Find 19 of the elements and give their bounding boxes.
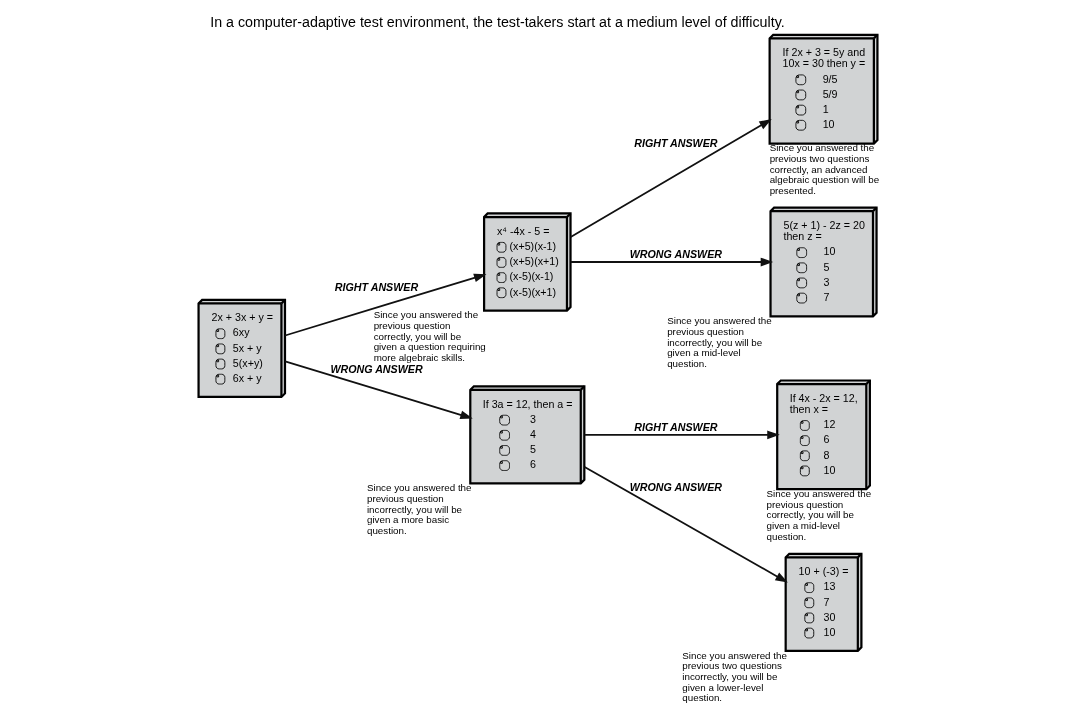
edge-label: RIGHT ANSWER xyxy=(334,281,418,294)
edge-label: RIGHT ANSWER xyxy=(633,136,718,149)
node-label: Since you answered the previous two questions correctly, an advanced algebraic question will be presented. xyxy=(769,142,879,197)
node-label: Since you answered the previous question incorrectly, you will be given a mid-level question. xyxy=(666,315,772,369)
arrow xyxy=(569,257,773,267)
diagram-title: In a computer-adaptive test environment, the test-takers start at a medium level of difficulty. xyxy=(209,13,785,30)
arrow xyxy=(583,430,780,440)
edge-label: WRONG ANSWER xyxy=(629,248,722,261)
node-label: Since you answered the previous question correctly, you will be given a question requiring more algebraic skills. xyxy=(373,309,486,364)
node-label: Since you answered the previous two questions incorrectly, you will be given a lower-level question. xyxy=(681,649,787,704)
edge-label: WRONG ANSWER xyxy=(329,363,423,376)
arrow xyxy=(283,273,486,337)
arrow xyxy=(283,360,473,420)
edge-label: RIGHT ANSWER xyxy=(633,420,718,433)
arrow xyxy=(583,466,788,583)
node-label: Since you answered the previous question correctly, you will be given a mid-level question. xyxy=(766,488,871,542)
edge-label: WRONG ANSWER xyxy=(629,480,722,493)
node-label: Since you answered the previous question incorrectly, you will be given a more basic question. xyxy=(366,482,472,536)
arrow xyxy=(569,119,772,238)
